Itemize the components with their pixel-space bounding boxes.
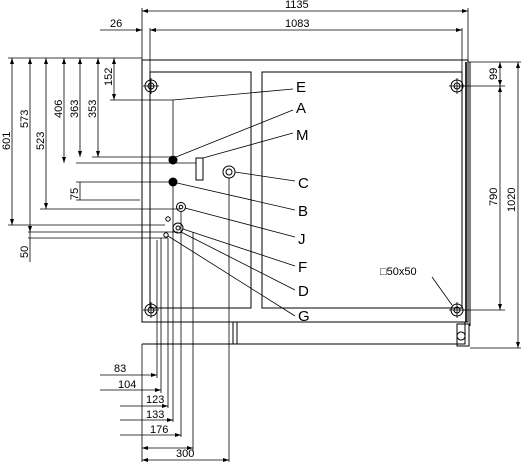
label-A: A (296, 100, 306, 117)
leaders (167, 88, 453, 317)
label-D: D (298, 283, 309, 300)
dim-26: 26 (110, 18, 122, 30)
dim-573: 573 (19, 110, 31, 128)
dim-104: 104 (118, 379, 136, 391)
dim-406: 406 (53, 100, 65, 118)
dim-523: 523 (35, 132, 47, 150)
dim-176: 176 (150, 424, 168, 436)
label-E: E (296, 79, 306, 96)
dim-790: 790 (488, 188, 500, 206)
corner-bolt-bl (143, 302, 159, 318)
dim-75: 75 (69, 188, 81, 200)
dim-50: 50 (19, 246, 31, 258)
dim-363: 363 (69, 100, 81, 118)
dim-1020: 1020 (506, 188, 518, 212)
dim-601: 601 (1, 132, 13, 150)
top-dimensions (100, 8, 469, 72)
left-dimensions (8, 57, 196, 262)
label-M: M (296, 127, 309, 144)
bottom-dimensions (100, 178, 230, 462)
dim-152: 152 (103, 68, 115, 86)
label-G: G (298, 308, 310, 325)
label-C: C (298, 175, 309, 192)
dim-133: 133 (146, 409, 164, 421)
hole-A (168, 155, 178, 165)
hole-D (165, 216, 171, 222)
label-B: B (298, 203, 308, 220)
slot-M (195, 157, 204, 181)
dim-353: 353 (87, 100, 99, 118)
square-note: □50x50 (380, 266, 417, 278)
hole-F (172, 222, 184, 234)
dim-99: 99 (488, 68, 500, 80)
label-J: J (298, 231, 306, 248)
dim-300: 300 (176, 448, 194, 460)
dim-1135: 1135 (285, 0, 309, 11)
corner-bolt-tl (143, 78, 159, 94)
hole-J (176, 202, 186, 212)
label-F: F (298, 259, 307, 276)
right-dimensions (462, 61, 521, 349)
dim-83: 83 (114, 363, 126, 375)
dim-1083: 1083 (285, 18, 309, 30)
hole-G (163, 232, 169, 238)
left-dim-labels: 601 573 523 406 363 353 152 75 50 (1, 68, 115, 258)
hole-C (222, 165, 236, 179)
panel-outline (141, 59, 471, 347)
dim-123: 123 (146, 394, 164, 406)
